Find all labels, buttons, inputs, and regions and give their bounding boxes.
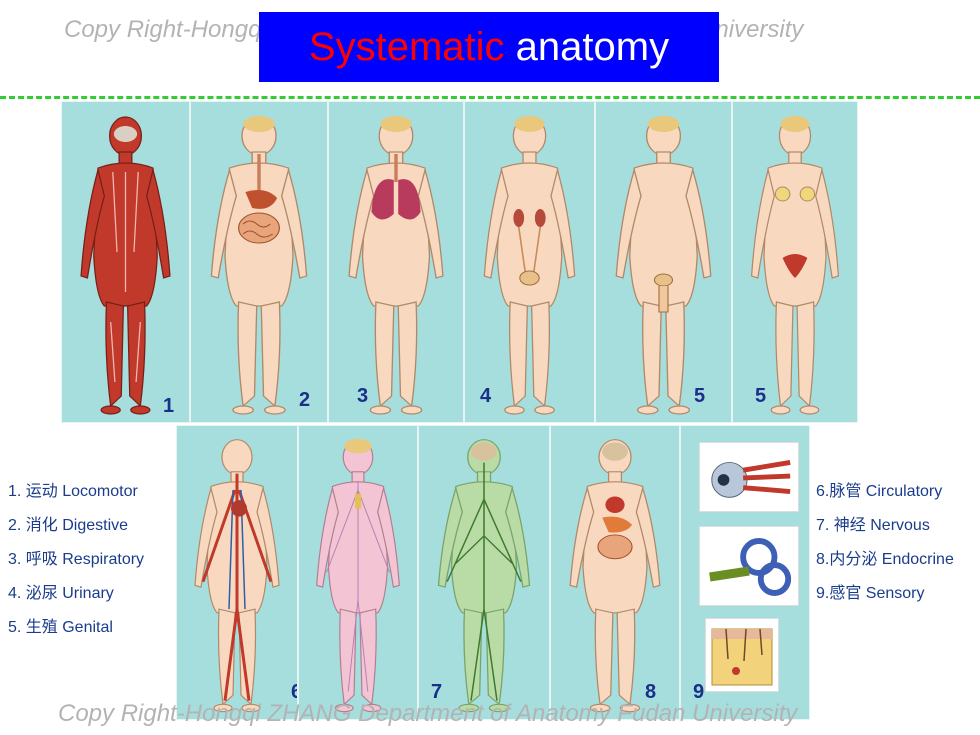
panel-number: 2 bbox=[299, 389, 311, 411]
legend-item: 3. 呼吸 Respiratory bbox=[8, 551, 145, 568]
divider-line bbox=[0, 96, 980, 99]
panel-number: 1 bbox=[163, 395, 175, 417]
panel-number: 7 bbox=[431, 681, 443, 703]
legend-item: 2. 消化 Digestive bbox=[8, 517, 129, 534]
legend-item: 7. 神经 Nervous bbox=[816, 517, 930, 534]
endocrine-figure-icon bbox=[569, 439, 661, 713]
panel-locomotor: 1 bbox=[61, 101, 190, 423]
title-highlight: Systematic bbox=[308, 24, 505, 69]
panel-number: 5 bbox=[694, 385, 706, 407]
skin-icon bbox=[705, 618, 779, 692]
legend-item: 6.脉管 Circulatory bbox=[816, 483, 943, 500]
panel-genital-male: 5 bbox=[595, 101, 732, 423]
panel-digestive: 2 bbox=[190, 101, 328, 423]
legend-left: 1. 运动 Locomotor 2. 消化 Digestive 3. 呼吸 Re… bbox=[8, 475, 144, 645]
panel-respiratory: 3 bbox=[328, 101, 464, 423]
panel-number: 5 bbox=[755, 385, 767, 407]
legend-item: 4. 泌尿 Urinary bbox=[8, 585, 114, 602]
nervous-figure-icon bbox=[437, 439, 531, 713]
panel-nervous: 7 bbox=[418, 425, 550, 720]
panel-number: 6 bbox=[291, 681, 297, 704]
inner-ear-icon bbox=[699, 526, 799, 606]
slide-title: Systematic anatomy bbox=[259, 12, 719, 82]
panel-circulatory: 6 bbox=[176, 425, 298, 720]
circulatory-figure-icon bbox=[194, 439, 280, 713]
panel-genital-female: 5 bbox=[732, 101, 858, 423]
legend-item: 5. 生殖 Genital bbox=[8, 619, 113, 636]
digestive-figure-icon bbox=[210, 116, 308, 415]
respiratory-figure-icon bbox=[348, 116, 444, 415]
urinary-figure-icon bbox=[483, 116, 576, 415]
panel-number: 8 bbox=[645, 681, 657, 703]
legend-item: 8.内分泌 Endocrine bbox=[816, 551, 954, 568]
panel-sensory: 9 bbox=[680, 425, 810, 720]
muscular-figure-icon bbox=[80, 116, 171, 415]
panel-urinary: 4 bbox=[464, 101, 595, 423]
panel-number: 3 bbox=[357, 385, 369, 407]
legend-item: 1. 运动 Locomotor bbox=[8, 483, 138, 500]
legend-item: 9.感官 Sensory bbox=[816, 585, 925, 602]
panel-lymphatic bbox=[298, 425, 418, 720]
watermark-bottom: Copy Right-Hongqi ZHANG Department of An… bbox=[58, 700, 798, 727]
lymphatic-figure-icon bbox=[316, 438, 400, 713]
panel-endocrine: 8 bbox=[550, 425, 680, 720]
eye-icon bbox=[699, 442, 799, 512]
panel-number: 4 bbox=[480, 385, 492, 407]
female-genital-figure-icon bbox=[750, 116, 840, 415]
legend-right: 6.脉管 Circulatory 7. 神经 Nervous 8.内分泌 End… bbox=[816, 475, 954, 611]
male-genital-figure-icon bbox=[615, 116, 712, 415]
title-rest: anatomy bbox=[504, 24, 670, 69]
panel-number: 9 bbox=[693, 681, 705, 703]
